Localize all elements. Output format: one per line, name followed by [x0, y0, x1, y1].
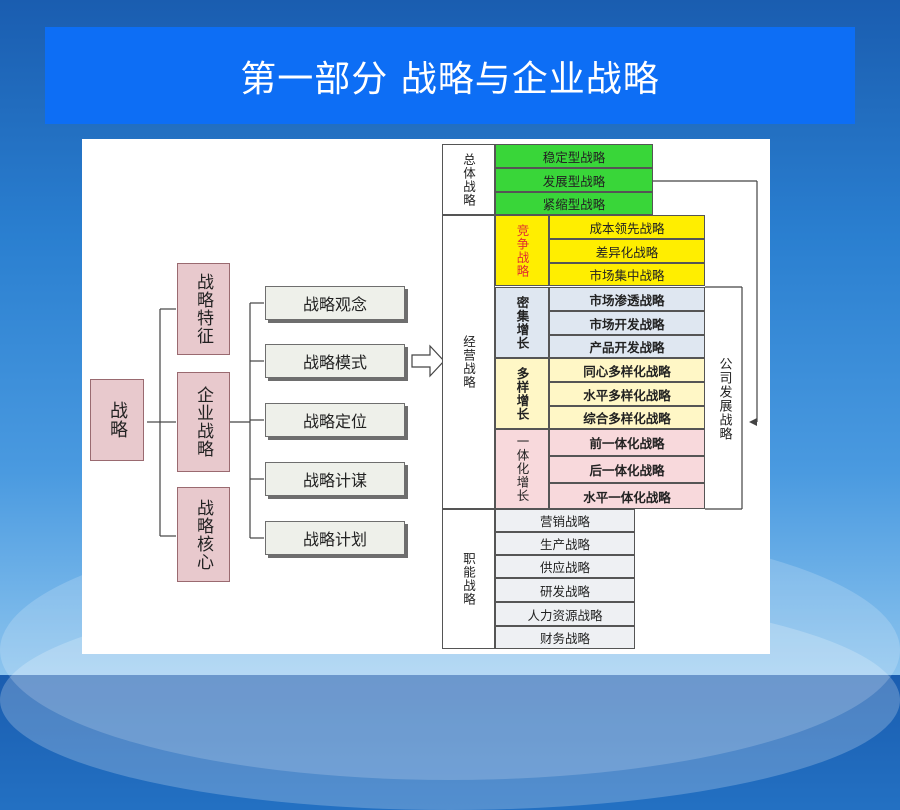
overall-item: 发展型战略: [495, 168, 653, 192]
functional-item: 财务战略: [495, 626, 635, 649]
intensive-item: 市场开发战略: [549, 311, 705, 335]
branch-strategy-core: 战略核心: [177, 487, 230, 582]
mode-label: 战略定位: [302, 412, 367, 431]
functional-item: 人力资源战略: [495, 602, 635, 626]
diversified-item: 同心多样化战略: [549, 358, 705, 382]
mode-positioning: 战略定位: [265, 403, 405, 437]
integrated-item: 前一体化战略: [549, 429, 705, 456]
branch-corporate-strategy: 企业战略: [177, 372, 230, 472]
intensive-item: 市场渗透战略: [549, 287, 705, 311]
competition-label: 竞争战略: [495, 215, 549, 286]
competition-item: 差异化战略: [549, 239, 705, 263]
mode-label: 战略计划: [302, 530, 367, 549]
group-functional: 职能战略: [442, 509, 495, 649]
mode-label: 战略模式: [302, 353, 367, 372]
diversified-item: 水平多样化战略: [549, 382, 705, 406]
side-label-corporate-development: 公司发展战略: [709, 354, 739, 444]
title-banner: 第一部分 战略与企业战略: [45, 27, 855, 124]
group-label: 总体战略: [461, 152, 476, 207]
branch-label: 战略特征: [193, 273, 213, 345]
functional-item: 供应战略: [495, 555, 635, 578]
group-overall: 总体战略: [442, 144, 495, 215]
diagram-panel: 战略 战略特征 企业战略 战略核心 战略观念 战略模式 战略定位 战略计谋 战略…: [82, 139, 770, 654]
competition-item: 成本领先战略: [549, 215, 705, 239]
mode-label: 战略计谋: [302, 471, 367, 490]
competition-item: 市场集中战略: [549, 263, 705, 286]
integrated-item: 后一体化战略: [549, 456, 705, 483]
mode-ploy: 战略计谋: [265, 462, 405, 496]
connector-lines: [147, 180, 758, 539]
functional-item: 研发战略: [495, 578, 635, 602]
root-label: 战略: [107, 401, 128, 439]
slide-title: 第一部分 战略与企业战略: [240, 58, 660, 100]
mode-concept: 战略观念: [265, 286, 405, 320]
branch-label: 战略核心: [193, 498, 213, 571]
functional-item: 生产战略: [495, 532, 635, 555]
integrated-item: 水平一体化战略: [549, 483, 705, 509]
functional-item: 营销战略: [495, 509, 635, 532]
intensive-item: 产品开发战略: [549, 335, 705, 358]
integrated-label: 一体化增长: [495, 429, 549, 509]
overall-item: 紧缩型战略: [495, 192, 653, 215]
group-label: 职能战略: [461, 552, 476, 606]
diversified-item: 综合多样化战略: [549, 406, 705, 429]
group-label: 经营战略: [461, 335, 476, 389]
branch-strategy-features: 战略特征: [177, 263, 230, 355]
group-business: 经营战略: [442, 215, 495, 509]
mode-plan: 战略计划: [265, 521, 405, 555]
overall-item: 稳定型战略: [495, 144, 653, 168]
mode-label: 战略观念: [302, 295, 367, 314]
branch-label: 企业战略: [193, 386, 213, 458]
root-node: 战略: [90, 379, 144, 461]
diversified-label: 多样增长: [495, 358, 549, 429]
mode-pattern: 战略模式: [265, 344, 405, 378]
intensive-label: 密集增长: [495, 287, 549, 358]
